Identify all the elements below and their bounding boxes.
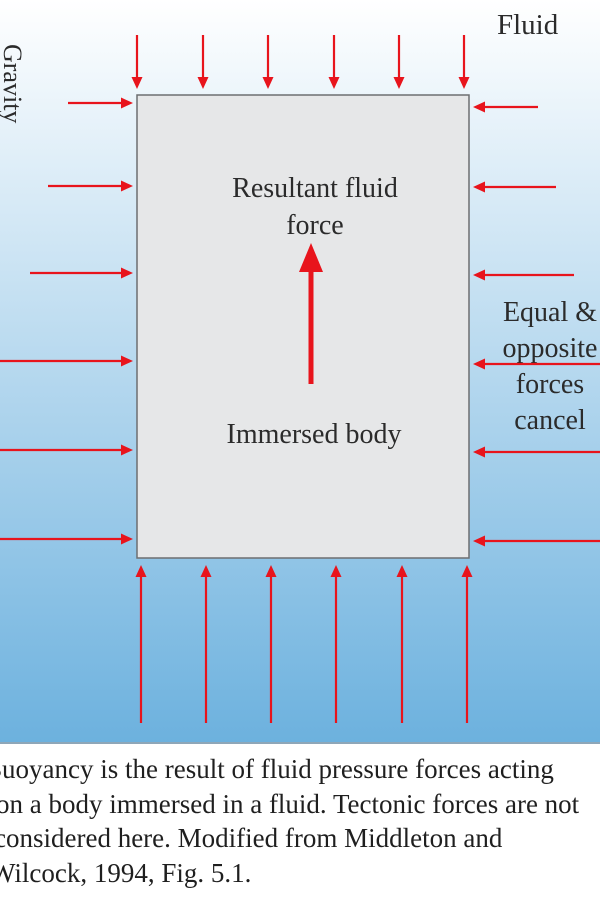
left-edge-label: Gravity: [0, 44, 27, 123]
force-arrow-head: [262, 77, 274, 89]
buoyancy-diagram: Gravity Fluid Resultant fluid force Imme…: [0, 0, 600, 744]
force-arrow-head: [461, 565, 473, 577]
bottom-force-arrow: [461, 565, 473, 723]
top-force-arrow: [262, 35, 274, 89]
resultant-label-line-2: force: [286, 210, 344, 241]
left-force-arrow: [0, 444, 133, 456]
force-arrow-head: [121, 533, 133, 545]
force-arrow-head: [330, 565, 342, 577]
force-arrow-head: [121, 444, 133, 456]
left-force-arrow: [48, 180, 133, 192]
force-arrow-head: [473, 358, 485, 370]
left-force-arrow: [68, 97, 133, 109]
caption-line: Wilcock, 1994, Fig. 5.1.: [0, 857, 252, 888]
cancel-label-line-4: cancel: [514, 405, 586, 436]
force-arrow-head: [121, 355, 133, 367]
force-arrow-head: [197, 77, 209, 89]
bottom-force-arrow: [330, 565, 342, 723]
force-arrow-head: [121, 97, 133, 109]
top-force-arrow: [131, 35, 143, 89]
force-arrow-head: [473, 101, 485, 113]
force-arrow-head: [473, 269, 485, 281]
right-force-arrow: [473, 358, 600, 370]
right-force-arrow: [473, 101, 538, 113]
right-force-arrow: [473, 446, 600, 458]
immersed-body: [136, 94, 470, 559]
resultant-arrow-head: [299, 243, 323, 272]
pressure-force-arrows: [0, 35, 600, 723]
force-arrow-head: [473, 535, 485, 547]
right-force-arrow: [473, 181, 556, 193]
cancel-label-line-3: forces: [516, 369, 584, 400]
bottom-force-arrow: [135, 565, 147, 723]
force-arrow-head: [135, 565, 147, 577]
diagram-canvas: Gravity Fluid Resultant fluid force Imme…: [0, 0, 600, 744]
force-arrow-head: [396, 565, 408, 577]
left-force-arrow: [0, 355, 133, 367]
caption-line: Buoyancy is the result of fluid pressure…: [0, 754, 554, 784]
cancel-label-line-2: opposite: [503, 333, 598, 364]
force-arrow-head: [121, 267, 133, 279]
caption-line: on a body immersed in a fluid. Tectonic …: [0, 788, 580, 819]
force-arrow-head: [458, 77, 470, 89]
caption-line: considered here. Modified from Middleton…: [0, 823, 503, 853]
force-arrow-head: [200, 565, 212, 577]
force-arrow-head: [328, 77, 340, 89]
force-arrow-head: [131, 77, 143, 89]
figure-caption: Buoyancy is the result of fluid pressure…: [0, 752, 600, 900]
bottom-force-arrow: [265, 565, 277, 723]
resultant-force-arrow: [299, 243, 323, 384]
force-arrow-head: [393, 77, 405, 89]
force-arrow-head: [473, 181, 485, 193]
right-force-arrow: [473, 269, 574, 281]
top-force-arrow: [393, 35, 405, 89]
top-force-arrow: [197, 35, 209, 89]
bottom-force-arrow: [396, 565, 408, 723]
bottom-force-arrow: [200, 565, 212, 723]
left-force-arrow: [0, 533, 133, 545]
top-force-arrow: [458, 35, 470, 89]
right-force-arrow: [473, 535, 600, 547]
fluid-label: Fluid: [497, 9, 559, 41]
left-force-arrow: [30, 267, 133, 279]
resultant-label-line-1: Resultant fluid: [232, 173, 398, 204]
force-arrow-head: [265, 565, 277, 577]
top-force-arrow: [328, 35, 340, 89]
force-arrow-head: [473, 446, 485, 458]
immersed-body-label: Immersed body: [227, 419, 402, 450]
force-arrow-head: [121, 180, 133, 192]
cancel-label-line-1: Equal &: [503, 297, 597, 328]
